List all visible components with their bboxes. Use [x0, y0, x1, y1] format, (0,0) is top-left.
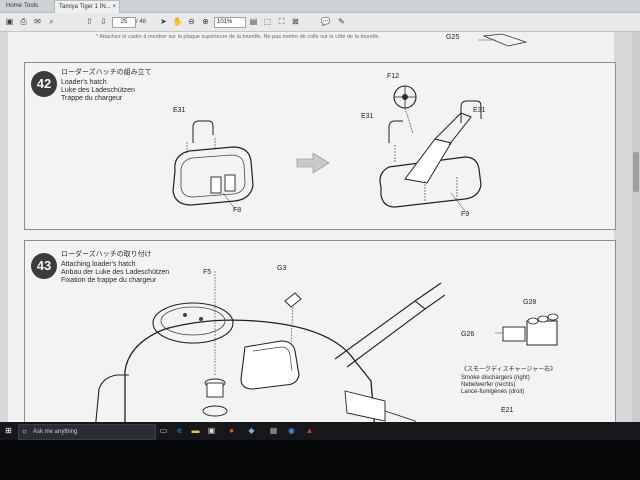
pointer-icon[interactable]: ➤ — [160, 17, 167, 26]
mail-icon[interactable]: ✉ — [34, 17, 41, 26]
rotate-icon[interactable]: ⊠ — [292, 17, 299, 26]
step-43-panel: 43 ローダーズハッチの取り付け Attaching loader's hatc… — [24, 240, 616, 432]
step-42-title-fr: Trappe du chargeur — [61, 95, 123, 102]
step-42-title-jp: ローダーズハッチの組み立て — [61, 69, 152, 76]
scrollbar-thumb[interactable] — [633, 152, 639, 192]
arrow-right-icon — [296, 152, 330, 174]
step-42-title-de: Luke des Ladeschützen — [61, 87, 135, 94]
fit-width-icon[interactable]: ⬚ — [263, 17, 272, 26]
step-43-title-en: Attaching loader's hatch — [61, 261, 136, 268]
page-up-icon[interactable]: ⇧ — [86, 17, 93, 26]
page-number-input[interactable]: 25 — [112, 17, 136, 28]
calculator-icon[interactable]: ▦ — [269, 426, 278, 435]
step-43-title-jp: ローダーズハッチの取り付け — [61, 251, 152, 258]
hatch-assembly-right-drawing — [379, 85, 482, 212]
comment-icon[interactable]: 💬 — [320, 17, 331, 26]
save-icon[interactable]: ▣ — [5, 17, 14, 26]
print-icon[interactable]: ⎙ — [20, 17, 27, 26]
smoke-title-fr: Lance-fumigènes (droit) — [461, 389, 525, 395]
sign-icon[interactable]: ✎ — [338, 17, 345, 26]
task-view-icon[interactable]: ▭ — [159, 426, 168, 435]
hatch-assembly-left-drawing — [172, 120, 254, 210]
taskbar-search-placeholder: Ask me anything — [33, 429, 78, 435]
edge-icon[interactable]: e — [177, 426, 182, 435]
label-f9: F9 — [461, 211, 470, 218]
tab-tools[interactable]: Tools — [24, 3, 39, 9]
tab-document[interactable]: Tamiya Tiger 1 IN... × — [54, 0, 120, 13]
windows-start-icon[interactable]: ⊞ — [5, 426, 12, 435]
search-icon[interactable]: ⌕ — [49, 17, 54, 26]
tab-document-label: Tamiya Tiger 1 IN... — [59, 4, 111, 10]
page-down-icon[interactable]: ⇩ — [100, 17, 107, 26]
label-e31-right2: E31 — [473, 107, 486, 114]
label-e31-right1: E31 — [361, 113, 374, 120]
label-g3: G3 — [277, 265, 287, 272]
file-explorer-icon[interactable]: ▬ — [191, 426, 200, 435]
zoom-out-icon[interactable]: ⊖ — [188, 17, 195, 26]
label-g25: G25 — [446, 34, 460, 41]
zoom-in-icon[interactable]: ⊕ — [202, 17, 209, 26]
step-43-title-fr: Fixation de trappe du chargeur — [61, 277, 157, 284]
label-g28: G28 — [523, 299, 537, 306]
g25-part-drawing — [478, 33, 528, 47]
label-e31-left: E31 — [173, 107, 186, 114]
app-icon[interactable]: ◆ — [248, 426, 255, 435]
smoke-title-en: Smoke dischargers (right) — [461, 375, 530, 381]
tab-home[interactable]: Home — [6, 3, 23, 9]
cortana-icon: ○ — [22, 427, 27, 436]
taskbar: ⊞ ○ Ask me anything ▭ e ▬ ▣ ● ◆ ▦ ◉ ▲ — [0, 422, 640, 440]
close-tab-icon[interactable]: × — [112, 4, 116, 10]
store-icon[interactable]: ▣ — [207, 426, 216, 435]
zoom-select[interactable]: 101% — [214, 17, 246, 28]
taskbar-search-box[interactable]: ○ Ask me anything — [18, 424, 156, 440]
fit-page-icon[interactable]: ▤ — [249, 17, 258, 26]
teamviewer-icon[interactable]: ◉ — [288, 426, 295, 435]
firefox-icon[interactable]: ● — [229, 426, 234, 435]
label-g26: G26 — [461, 331, 475, 338]
pdf-page: * Attachez le cadre à montrer sur la pla… — [8, 32, 616, 432]
monitor-bezel — [0, 440, 640, 480]
full-screen-icon[interactable]: ⛶ — [278, 17, 285, 26]
step-42-panel: 42 ローダーズハッチの組み立て Loader's hatch Luke des… — [24, 62, 616, 230]
step-42-number: 42 — [31, 71, 57, 97]
smoke-discharger-drawing — [495, 313, 559, 346]
pdf-viewer-window: Home Tools Tamiya Tiger 1 IN... × ▣ ⎙ ✉ … — [0, 0, 640, 440]
tab-bar: Home Tools Tamiya Tiger 1 IN... × — [0, 0, 640, 13]
label-f5: F5 — [203, 269, 212, 276]
vertical-scrollbar[interactable] — [632, 32, 640, 422]
toolbar: ▣ ⎙ ✉ ⌕ ⇧ ⇩ 25 / 48 ➤ ✋ ⊖ ⊕ 101% ▤ ⬚ ⛶ ⊠… — [0, 13, 640, 32]
hand-icon[interactable]: ✋ — [172, 17, 183, 26]
pdf-reader-icon[interactable]: ▲ — [305, 426, 314, 435]
step-42-title-en: Loader's hatch — [61, 79, 107, 86]
step-43-number: 43 — [31, 253, 57, 279]
document-area[interactable]: * Attachez le cadre à montrer sur la pla… — [0, 32, 640, 432]
label-f12: F12 — [387, 73, 400, 80]
label-e21: E21 — [501, 407, 514, 414]
label-f8: F8 — [233, 207, 242, 214]
smoke-title-jp: 《スモークディスチャージャー右》 — [461, 367, 557, 373]
turret-drawing — [94, 271, 445, 431]
page-total: / 48 — [136, 19, 147, 25]
smoke-title-de: Nebelwerfer (rechts) — [461, 382, 516, 388]
step-43-title-de: Anbau der Luke des Ladeschützen — [61, 269, 170, 276]
top-note-text: * Attachez le cadre à montrer sur la pla… — [96, 34, 381, 40]
